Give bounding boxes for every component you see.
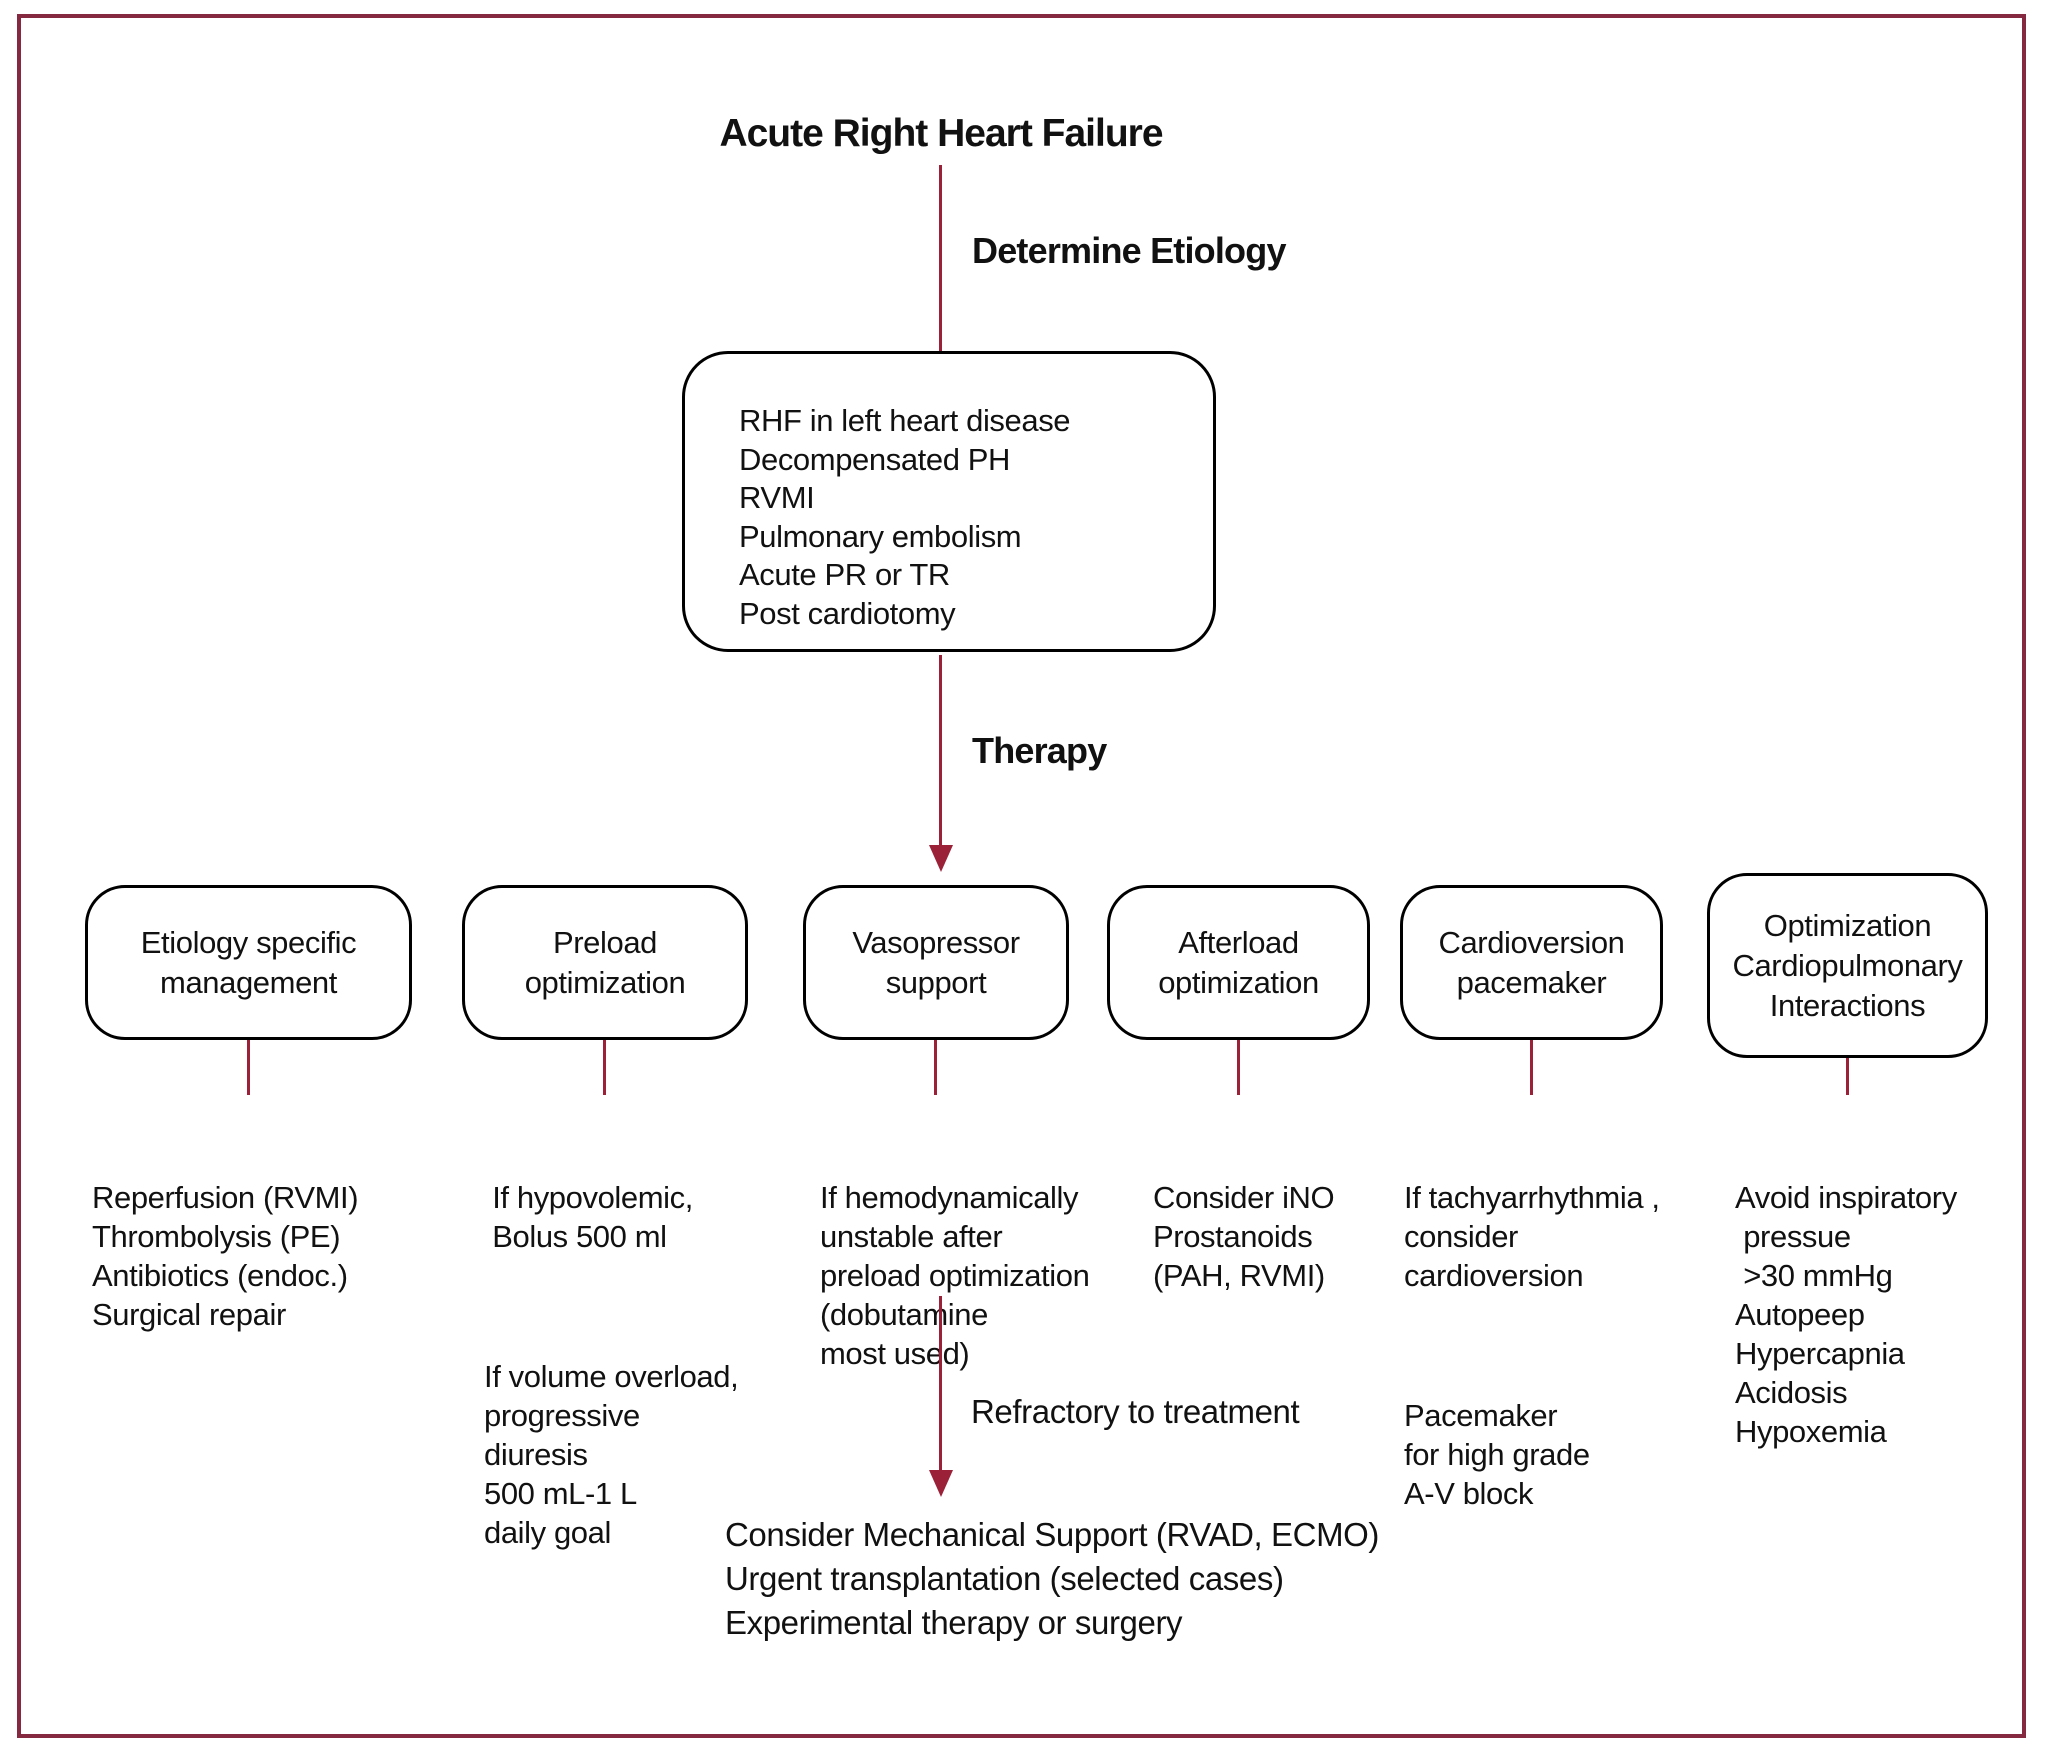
notes-paragraph: Reperfusion (RVMI)Thrombolysis (PE)Antib… [92,1180,359,1332]
diagram-border [17,14,2026,1738]
connector-box3-notes [934,1040,937,1095]
arrow-down-therapy-icon [929,845,953,872]
refractory-outcome-text: Consider Mechanical Support (RVAD, ECMO)… [725,1516,1380,1641]
notes-preload: If hypovolemic, Bolus 500 ml If volume o… [484,1100,739,1630]
connector-box5-notes [1530,1040,1533,1095]
connector-box1-notes [247,1040,250,1095]
therapy-label: Therapy [972,730,1107,771]
connector-box2-notes [603,1040,606,1095]
refractory-label: Refractory to treatment [971,1393,1300,1430]
diagram-title: Acute Right Heart Failure [719,112,1163,155]
notes-paragraph: If hypovolemic, Bolus 500 ml [484,1180,693,1254]
connector-box4-notes [1237,1040,1240,1095]
notes-etiology-specific: Reperfusion (RVMI)Thrombolysis (PE)Antib… [92,1100,359,1412]
arrow-down-refractory-icon [929,1470,953,1497]
determine-etiology-label: Determine Etiology [972,230,1286,271]
connector-etiology-to-therapy [939,655,942,847]
connector-box6-notes [1846,1058,1849,1095]
connector-refractory [939,1296,942,1470]
connector-title-to-etiology [939,165,942,351]
